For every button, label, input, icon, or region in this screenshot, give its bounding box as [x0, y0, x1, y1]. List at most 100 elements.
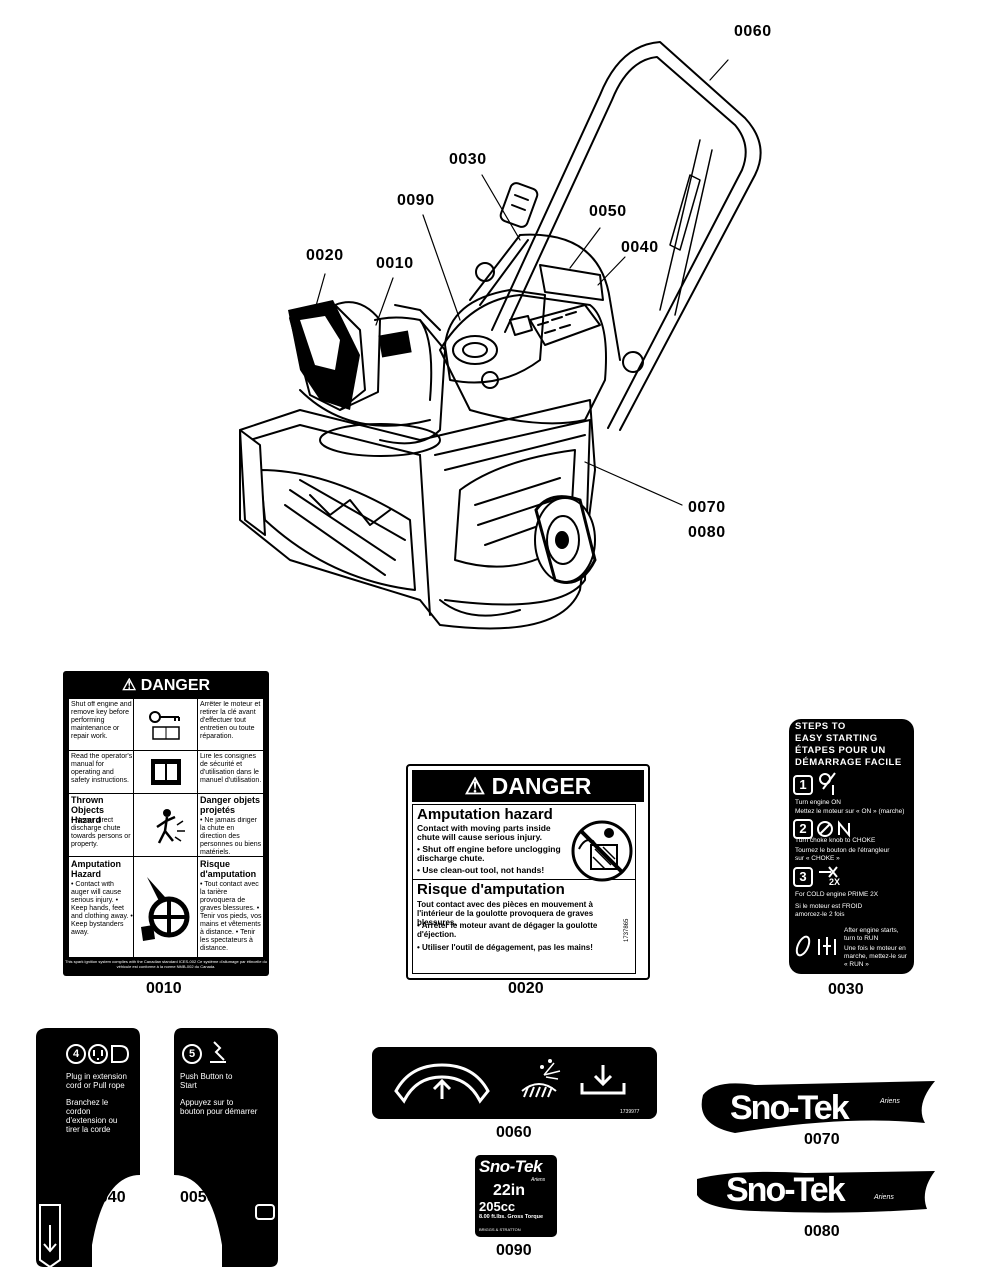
decal-0030-s2-fr: Tournez le bouton de l'étrangleur sur « … — [795, 847, 890, 862]
snowblower-illustration — [239, 41, 762, 630]
decal-0020-text-fr: Tout contact avec des pièces en mouvemen… — [417, 900, 594, 927]
label-0060: 0060 — [496, 1124, 532, 1141]
decal-0030-t1: STEPS TO — [795, 721, 846, 732]
choke-icon — [817, 820, 850, 838]
decal-0030-t2: EASY STARTING — [795, 733, 878, 744]
decal-0050-fr: Appuyez sur to bouton pour démarrer — [180, 1098, 258, 1116]
auger-spray-icon — [521, 1059, 561, 1098]
decal-0030-s3-en: For COLD engine PRIME 2X — [795, 891, 879, 898]
decal-0010-footer: This spark ignition system complies with… — [65, 959, 267, 969]
decal-0030-s2-en: Turn choke knob to CHOKE — [795, 837, 876, 844]
callout-0030: 0030 — [449, 151, 487, 168]
label-0040: 0040 — [90, 1189, 126, 1206]
decal-0010-r4-fr: • Tout contact avec la tarière provoquer… — [200, 881, 262, 952]
decal-0090-torque: 8.00 ft.lbs. Gross Torque — [479, 1214, 544, 1220]
push-button-icon — [210, 1041, 226, 1063]
callout-0010: 0010 — [376, 255, 414, 272]
decal-0060-part-no: 1739977 — [620, 1109, 640, 1115]
decal-0010-body: Shut off engine and remove key before pe… — [69, 699, 263, 957]
callout-0080: 0080 — [688, 524, 726, 541]
decal-0010-r4-en: • Contact with auger will cause serious … — [71, 881, 133, 936]
manual-book-icon — [151, 759, 181, 785]
decal-0010-danger: ⚠ DANGER Shut off engine and remove key … — [63, 671, 269, 976]
decal-0010-header: ⚠ DANGER — [121, 677, 211, 694]
decal-0030-step2: 2 — [793, 819, 813, 839]
plug-rope-icon — [88, 1044, 130, 1064]
label-0050: 0050 — [180, 1189, 216, 1206]
decal-0020-b2-fr: • Utiliser l'outil de dégagement, pas le… — [417, 943, 593, 952]
decal-0090-small: BRIGGS & STRATTON — [479, 1227, 521, 1232]
decal-0090-brand: Sno-Tek — [479, 1157, 542, 1176]
decal-0070-brand: Sno-Tek — [730, 1089, 850, 1127]
decal-0010-r3-en: • Never direct discharge chute towards p… — [71, 817, 131, 848]
decal-0020-title-fr: Risque d'amputation — [417, 881, 565, 898]
decal-0040-num: 4 — [66, 1044, 86, 1064]
decal-0040-fr: Branchez le cordon d'extension ou tirer … — [66, 1098, 118, 1134]
label-0080: 0080 — [804, 1223, 840, 1240]
decal-0030-s4-fr: Une fois le moteur en marche, mettez-le … — [844, 945, 907, 968]
decal-0010-r3-en-title: Thrown Objects Hazard — [71, 795, 105, 825]
decal-0020-header: ⚠ DANGER — [412, 770, 644, 802]
decal-0090-size: 22in — [493, 1182, 526, 1199]
decal-0080-shape — [697, 1171, 935, 1213]
decal-0090-badge: Sno-Tek Ariens 22in 205cc 8.00 ft.lbs. G… — [475, 1155, 557, 1237]
decal-0010-r3-fr: • Ne jamais diriger la chute en directio… — [200, 817, 262, 856]
decal-0030-step1: 1 — [793, 775, 813, 795]
thrown-objects-icon — [156, 809, 185, 844]
decal-0030-step3: 3 — [793, 867, 813, 887]
decal-0020-text-en: Contact with moving parts inside chute w… — [417, 823, 551, 842]
decal-0040-en: Plug in extension cord or Pull rope — [66, 1072, 127, 1090]
decal-0020-part-no: 1737865 — [624, 918, 630, 942]
decal-0090-cc: 205cc — [479, 1199, 516, 1214]
decal-0030-s4-en: After engine starts, turn to RUN — [844, 927, 899, 942]
auger-amputation-icon — [141, 877, 190, 941]
decal-0030-s1-en: Turn engine ON — [795, 799, 842, 806]
handle-lever-icon — [394, 1063, 490, 1104]
decal-0050-shape — [174, 1028, 278, 1267]
decal-0070-shape — [701, 1081, 935, 1133]
decal-0010-r3-fr-title: Danger objets projetés — [200, 795, 261, 815]
label-0030: 0030 — [828, 981, 864, 998]
decal-0050-en: Push Button to Start — [180, 1072, 233, 1090]
decal-0010-r4-fr-title: Risque d'amputation — [200, 859, 257, 879]
callout-0040: 0040 — [621, 239, 659, 256]
key-manual-icon — [149, 711, 180, 740]
decal-0060-controls: 1739977 — [372, 1047, 657, 1119]
decal-0080-mark: Ariens — [874, 1194, 894, 1201]
decal-0020-b2-en: • Use clean-out tool, not hands! — [417, 865, 545, 875]
label-0090: 0090 — [496, 1242, 532, 1259]
primer-icon — [819, 866, 838, 878]
decal-0010-r2-en: Read the operator's manual for operating… — [71, 753, 133, 784]
decal-0020-b1-fr: • Arrêter le moteur avant de dégager la … — [417, 921, 598, 939]
run-switch-icon — [795, 935, 836, 957]
label-0010: 0010 — [146, 980, 182, 997]
callout-0060: 0060 — [734, 23, 772, 40]
decal-0020-b1-en: • Shut off engine before unclogging disc… — [417, 844, 561, 863]
hand-in-chute-icon — [571, 820, 633, 882]
decal-0020-inner: Amputation hazard Contact with moving pa… — [412, 804, 636, 974]
decal-0080-brand: Sno-Tek — [726, 1171, 846, 1209]
decal-0030-starting: STEPS TO EASY STARTING ÉTAPES POUR UN DÉ… — [789, 719, 914, 974]
decal-0090-mark: Ariens — [531, 1177, 546, 1183]
decal-0030-s3-icon: 2X — [829, 877, 841, 887]
decal-0010-r1-fr: Arrêter le moteur et retirer la clé avan… — [200, 701, 261, 740]
decal-0020-title-en: Amputation hazard — [417, 806, 553, 823]
decal-0020-danger: ⚠ DANGER Amputation hazard Contact with … — [406, 764, 650, 980]
label-0020: 0020 — [508, 980, 544, 997]
decal-0030-s1-fr: Mettez le moteur sur « ON » (marche) — [795, 808, 905, 815]
decal-0070-mark: Ariens — [880, 1098, 900, 1105]
callout-0020: 0020 — [306, 247, 344, 264]
callout-0050: 0050 — [589, 203, 627, 220]
decal-0010-r1-en: Shut off engine and remove key before pe… — [71, 701, 132, 740]
decal-0030-s3-fr: Si le moteur est FROID amorcez-le 2 fois — [795, 903, 863, 918]
decal-0010-r4-en-title: Amputation Hazard — [71, 859, 121, 879]
release-down-icon — [580, 1065, 626, 1095]
decal-0040-shape — [36, 1028, 140, 1269]
decal-0010-r2-fr: Lire les consignes de sécurité et d'util… — [200, 753, 262, 784]
on-switch-icon — [819, 772, 836, 795]
callout-0070: 0070 — [688, 499, 726, 516]
label-0070: 0070 — [804, 1131, 840, 1148]
decal-0030-t4: DÉMARRAGE FACILE — [795, 757, 902, 768]
callout-0090: 0090 — [397, 192, 435, 209]
decal-0050-num: 5 — [182, 1044, 202, 1064]
